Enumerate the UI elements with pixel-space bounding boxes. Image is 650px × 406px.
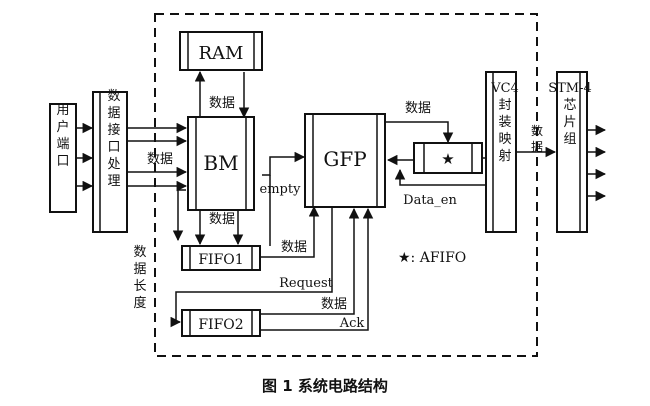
gfp-label: GFP <box>323 147 366 171</box>
request-arrow <box>170 207 333 328</box>
fifo2-label: FIFO2 <box>198 317 243 333</box>
data-ram-bm-label: 数据 <box>209 96 235 111</box>
data-fifo1-gfp-label: 数据 <box>281 240 307 255</box>
ram-bm-arrows <box>194 70 250 119</box>
fifo2-data-arrow <box>260 207 360 315</box>
afifo-star-icon: ★ <box>441 150 454 168</box>
ram-block: RAM <box>179 31 263 71</box>
data-bm-in-label: 数据 <box>147 152 173 167</box>
bm-block: BM <box>187 116 255 211</box>
request-label: Request <box>279 276 334 291</box>
user-to-interface-arrows <box>76 122 94 192</box>
data-interface-label: 数据接口处理 <box>107 89 120 189</box>
figure-caption: 图 1 系统电路结构 <box>262 377 388 395</box>
gfp-to-afifo-arrow <box>385 121 454 144</box>
fifo2-block: FIFO2 <box>181 309 261 337</box>
data-fifo2-label: 数据 <box>321 297 347 312</box>
user-port-label: 用户端口 <box>56 103 69 169</box>
empty-label: empty <box>260 182 302 197</box>
data-en-label: Data_en <box>403 193 457 208</box>
bm-label: BM <box>203 151 238 175</box>
data-bm-fifo1-label: 数据 <box>209 212 235 227</box>
data-vc4-stm-label: 数据 <box>531 123 543 154</box>
interface-to-bm-arrows <box>127 122 188 192</box>
bm-fifo1-arrows <box>194 210 244 246</box>
gfp-block: GFP <box>304 113 386 208</box>
ack-arrow <box>260 207 374 331</box>
data-gfp-afifo-label: 数据 <box>405 101 431 116</box>
fifo1-block: FIFO1 <box>181 245 261 271</box>
fifo1-label: FIFO1 <box>198 252 243 268</box>
fifo1-to-gfp-arrow <box>260 205 320 258</box>
user-port-block: 用户端口 <box>49 103 77 213</box>
empty-signal-arrow <box>262 151 306 176</box>
system-boundary <box>154 13 538 357</box>
ram-label: RAM <box>199 43 244 64</box>
afifo-block: ★ <box>413 142 483 174</box>
afifo-legend: ★: AFIFO <box>398 250 466 266</box>
stm4-output-arrows <box>587 124 607 202</box>
ack-label: Ack <box>339 316 365 331</box>
data-interface-block: 数据接口处理 <box>92 89 128 233</box>
data-length-label: 数据长度 <box>133 245 146 311</box>
